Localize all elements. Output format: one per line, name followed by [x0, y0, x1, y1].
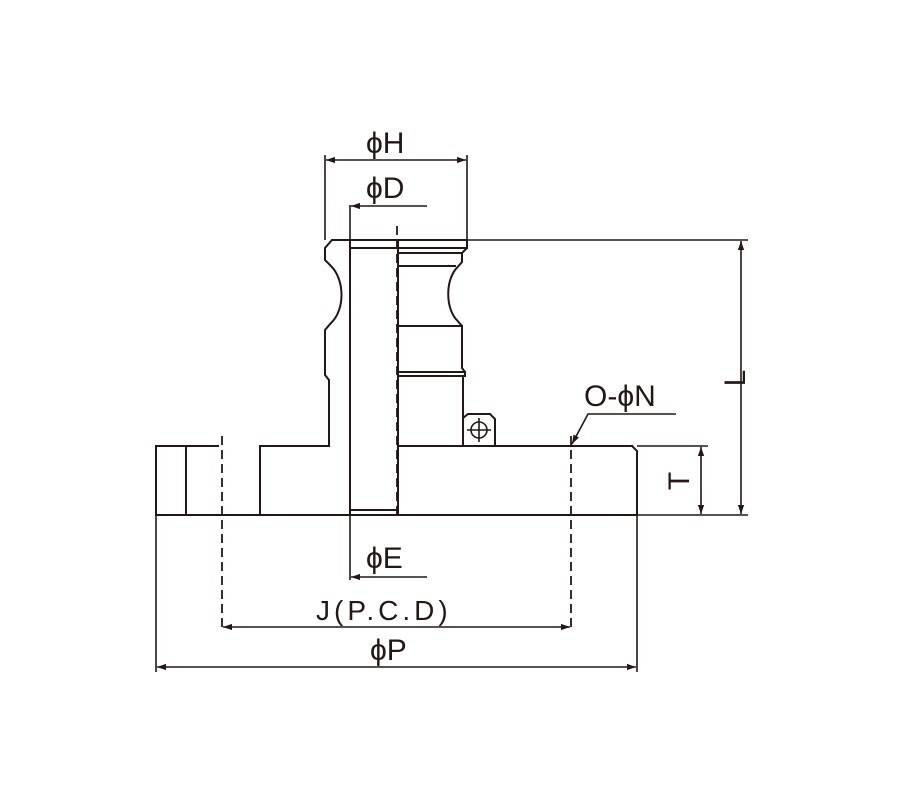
label-N: O-ϕN [584, 380, 656, 413]
label-L: L [719, 370, 752, 387]
dimension-labels: ϕH ϕD ϕE J(P.C.D) ϕP O-ϕN L T [316, 127, 752, 667]
label-P: ϕP [370, 634, 407, 667]
section-hatching [155, 239, 351, 516]
flange-section-left [155, 445, 187, 516]
label-E: ϕE [366, 542, 403, 575]
label-J: J(P.C.D) [316, 595, 452, 626]
label-T: T [663, 472, 696, 490]
dimension-lines [157, 156, 745, 671]
label-H: ϕH [366, 127, 404, 160]
part-outline [155, 239, 638, 516]
neck-section [259, 239, 351, 516]
extension-lines [155, 155, 748, 672]
center-lines [221, 226, 572, 630]
leader-N [571, 413, 676, 445]
label-D: ϕD [366, 172, 404, 205]
